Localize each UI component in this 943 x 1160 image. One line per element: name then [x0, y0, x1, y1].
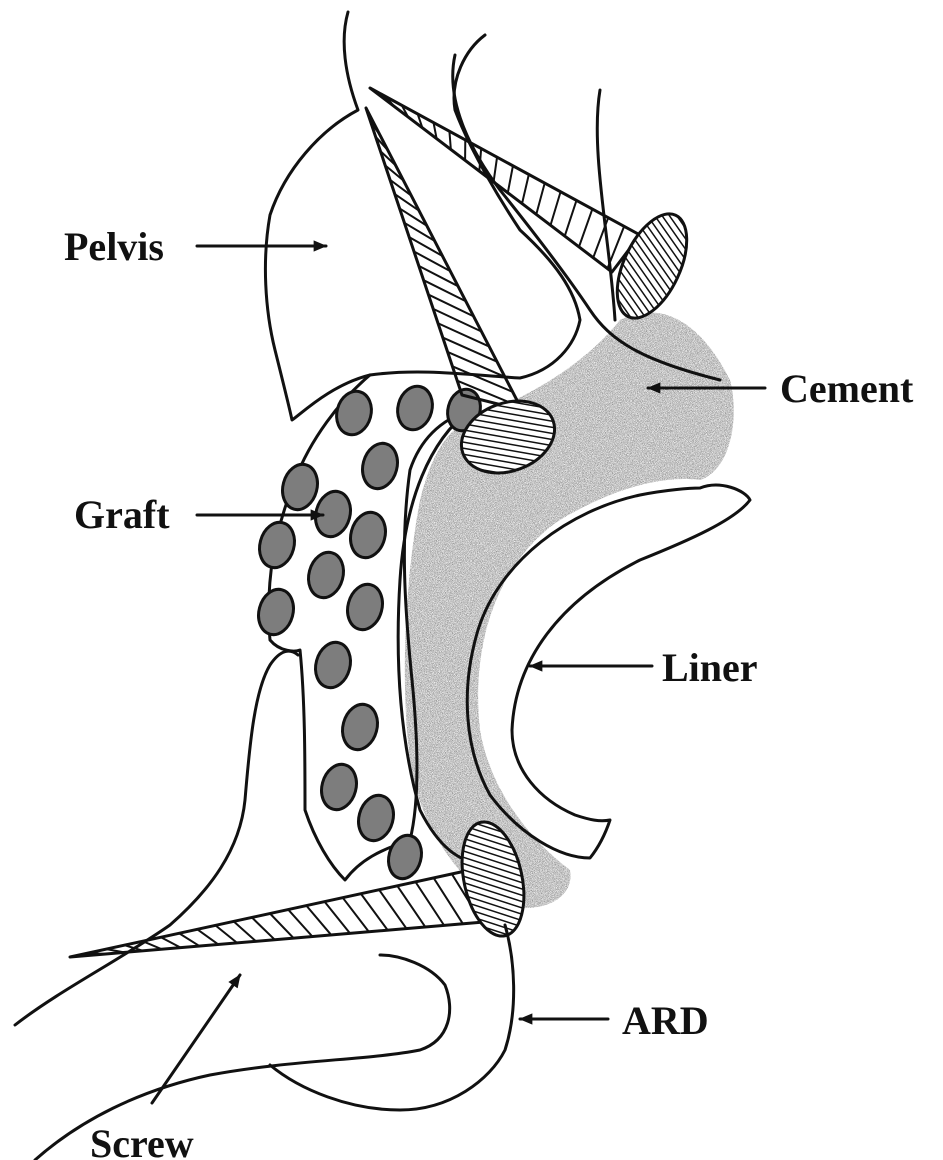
- screw-thread: [579, 209, 592, 247]
- upper-screw-2: [366, 108, 522, 410]
- ischium-upper-contour: [15, 651, 298, 1025]
- screw-thread: [494, 157, 497, 182]
- graft-particle: [311, 638, 356, 691]
- screw-thread: [551, 192, 561, 225]
- graft-particle: [354, 791, 399, 844]
- graft-particle: [317, 760, 362, 813]
- graft-particle: [346, 508, 391, 561]
- screw-thread: [522, 174, 529, 203]
- screw-thread: [252, 917, 275, 939]
- screw-label: Screw: [90, 1121, 194, 1160]
- screw-thread: [197, 929, 218, 944]
- graft-particle: [343, 580, 388, 633]
- screw-thread: [325, 902, 350, 934]
- graft-particle: [332, 387, 376, 438]
- ard-label: ARD: [622, 998, 709, 1043]
- graft-particle: [358, 439, 403, 492]
- screw-thread: [343, 898, 369, 932]
- graft-particle: [384, 832, 426, 883]
- screw-thread: [179, 933, 199, 946]
- screw-arrow: [152, 975, 240, 1103]
- screw-thread: [452, 366, 512, 392]
- graft-particle: [393, 382, 437, 433]
- lower-screw: [70, 870, 484, 957]
- screw-thread: [361, 894, 388, 930]
- screw-thread: [306, 906, 331, 935]
- screw-thread: [288, 910, 312, 937]
- graft-particle: [304, 548, 349, 601]
- graft-particle: [338, 700, 383, 753]
- outer-bone-contour: [597, 90, 615, 320]
- screw-thread: [88, 953, 105, 954]
- screw-thread: [161, 937, 181, 947]
- cement-label: Cement: [780, 366, 914, 411]
- pelvis-label: Pelvis: [64, 224, 164, 269]
- screw-thread: [508, 166, 513, 193]
- screw-thread: [270, 914, 294, 939]
- graft-label: Graft: [74, 492, 170, 537]
- liner-label: Liner: [662, 645, 758, 690]
- screw-thread: [234, 921, 256, 941]
- screw-thread: [536, 183, 544, 214]
- ard-tail: [270, 925, 514, 1110]
- graft-particle: [255, 518, 300, 571]
- graft-particle: [254, 585, 299, 638]
- screw-thread: [565, 200, 577, 236]
- screw-thread: [215, 925, 237, 943]
